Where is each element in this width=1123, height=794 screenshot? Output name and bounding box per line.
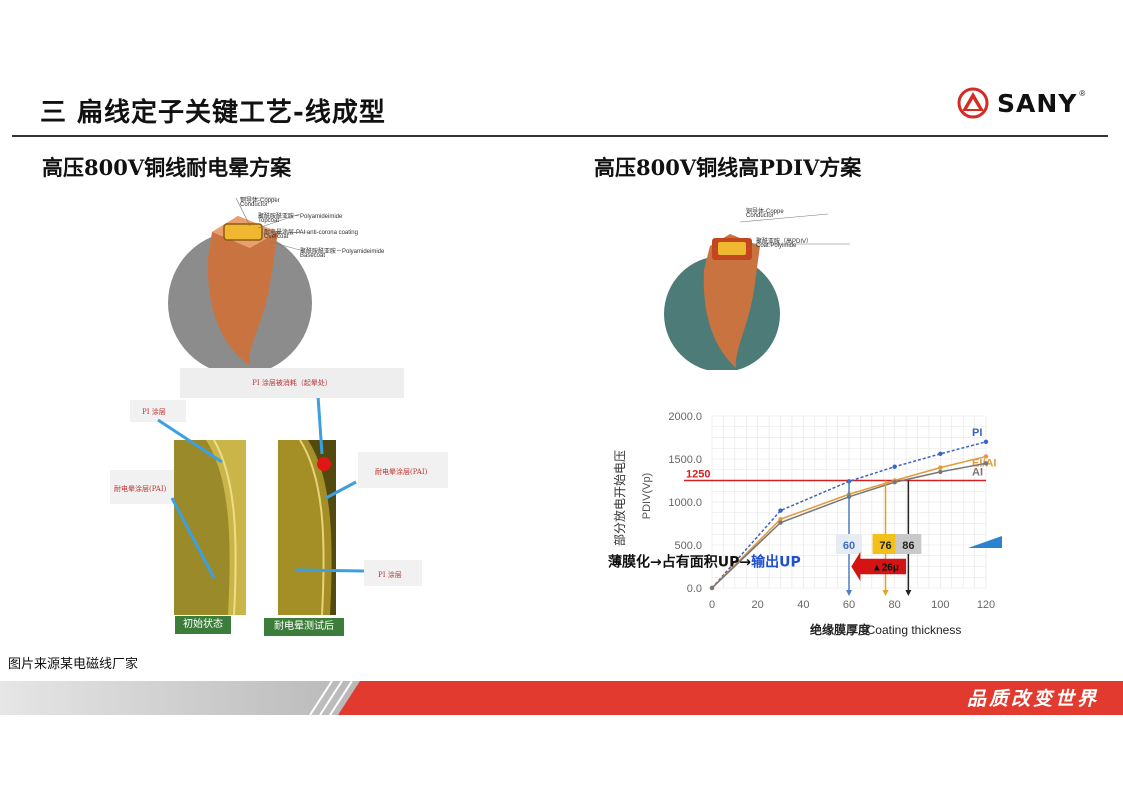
series-point (938, 469, 943, 475)
pi-layer-label: PI 涂层 (378, 571, 402, 579)
annotation-part1: 薄膜化→占有面积UP→ (608, 553, 751, 570)
wire-label: Coat:Polyimide (756, 243, 797, 249)
x-tick-label: 0 (709, 599, 715, 611)
pdiv-chart: 0.0 500.0 1000.0 1500.0 2000.0 0 20 40 60 80 100 12… (608, 411, 1002, 637)
wire-label: 聚酰亚胺（高PDIV） (756, 239, 813, 245)
footer-slogan: 品质改变世界 (966, 688, 1099, 710)
wire-insulation-body (703, 234, 760, 368)
logo-wordmark: SANY (997, 88, 1078, 118)
pi-consumed-label: PI 涂层被消耗（起晕处） (252, 379, 332, 387)
wire-label: Topcoat (258, 218, 280, 224)
y-axis-label-cn: 部分放电开始电压 (612, 450, 627, 546)
series-point (983, 439, 989, 444)
wire-label: 铜导体-Copper (240, 198, 280, 204)
y-axis-label-en: PDIV(Vp) (641, 473, 653, 519)
annotation-text: 薄膜化→占有面积UP→输出UP (608, 553, 801, 570)
wire-label: Overcoat (264, 234, 289, 240)
series-point (778, 520, 783, 525)
pai-layer-label: 耐电晕涂层(PAI) (375, 468, 428, 476)
pai-layer-label: 耐电晕涂层(PAI) (114, 485, 167, 493)
marker-arrowhead (846, 590, 852, 596)
series-point (938, 465, 943, 470)
wire-label: Conductor (746, 213, 774, 219)
marker-box (872, 534, 899, 554)
marker-label: 60 (843, 540, 855, 552)
wire-label: 聚酰胺酰亚胺－Polyamideimide (300, 249, 385, 255)
source-note: 图片来源某电磁线厂家 (8, 656, 139, 671)
right-wire-illustration (664, 213, 850, 370)
x-axis-label-cn: 绝缘膜厚度 (810, 622, 871, 637)
y-tick-label: 2000.0 (668, 411, 702, 423)
series-point (892, 464, 897, 469)
reduction-arrow-label: ▲26μ (872, 563, 899, 574)
logo-registered-mark: ® (1079, 88, 1086, 98)
y-tick-label: 1000.0 (668, 497, 702, 509)
annotation-part2: 输出UP (751, 553, 801, 570)
series-line-pi (711, 441, 987, 589)
corona-damage-spot (317, 457, 331, 471)
x-tick-label: 40 (797, 599, 809, 611)
series-point (983, 454, 989, 459)
x-tick-label: 100 (931, 599, 949, 611)
sany-logo: SANY ® (955, 86, 1085, 120)
y-tick-label: 0.0 (687, 583, 702, 595)
thickness-reduction-arrow (851, 551, 907, 582)
marker-box (895, 534, 922, 554)
pi-layer-label: PI 涂层 (142, 408, 166, 416)
series-point (938, 451, 943, 457)
marker-label: 76 (879, 540, 891, 552)
marker-arrowhead (905, 590, 912, 596)
x-tick-label: 20 (752, 599, 764, 611)
x-tick-label: 120 (977, 599, 995, 611)
series-label: PI (972, 427, 982, 439)
footer-band (0, 681, 1123, 715)
y-tick-label: 500.0 (674, 540, 702, 552)
x-axis-label-en: Coating thickness (867, 623, 962, 637)
page-title: 三 扁线定子关键工艺-线成型 (40, 98, 386, 128)
x-tick-label: 80 (889, 599, 901, 611)
caption-initial-state: 初始状态 (175, 616, 231, 634)
series-point (892, 480, 897, 485)
wire-label: 铜导体-Coppe (746, 209, 784, 215)
wire-insulation-body (207, 216, 278, 366)
sany-logo-icon (957, 87, 989, 119)
wire-label: Basecoat (300, 253, 326, 259)
wire-copper-core (223, 223, 263, 241)
coating-photo-comparison (157, 398, 365, 616)
series-line-eiai (711, 455, 987, 589)
threshold-label: 1250 (686, 469, 710, 481)
y-tick-label: 1500.0 (668, 454, 702, 466)
caption-tested-state: 耐电晕测试后 (264, 618, 344, 636)
left-wire-illustration (168, 197, 312, 368)
wire-label: 耐电晕涂层-PAI anti-corona coating (264, 230, 358, 236)
series-point (983, 461, 989, 466)
wire-copper-core (718, 242, 746, 255)
wire-label: Conductor (240, 202, 268, 208)
x-tick-label: 60 (843, 599, 855, 611)
series-label: AI (972, 466, 983, 478)
left-subtitle: 高压800V铜线耐电晕方案 (42, 155, 292, 180)
pi-consumed-callout (180, 368, 404, 398)
series-point (709, 585, 715, 591)
marker-box (836, 534, 862, 554)
series-point (778, 508, 783, 513)
blue-wedge-shape (968, 536, 1002, 548)
title-divider (12, 135, 1108, 137)
series-point (778, 517, 783, 522)
right-subtitle: 高压800V铜线高PDIV方案 (594, 155, 862, 180)
marker-label: 86 (902, 540, 914, 552)
marker-arrowhead (882, 590, 889, 596)
wire-label: 聚酰胺酰亚胺－Polyamideimide (258, 214, 343, 220)
series-line-ai (711, 462, 987, 589)
